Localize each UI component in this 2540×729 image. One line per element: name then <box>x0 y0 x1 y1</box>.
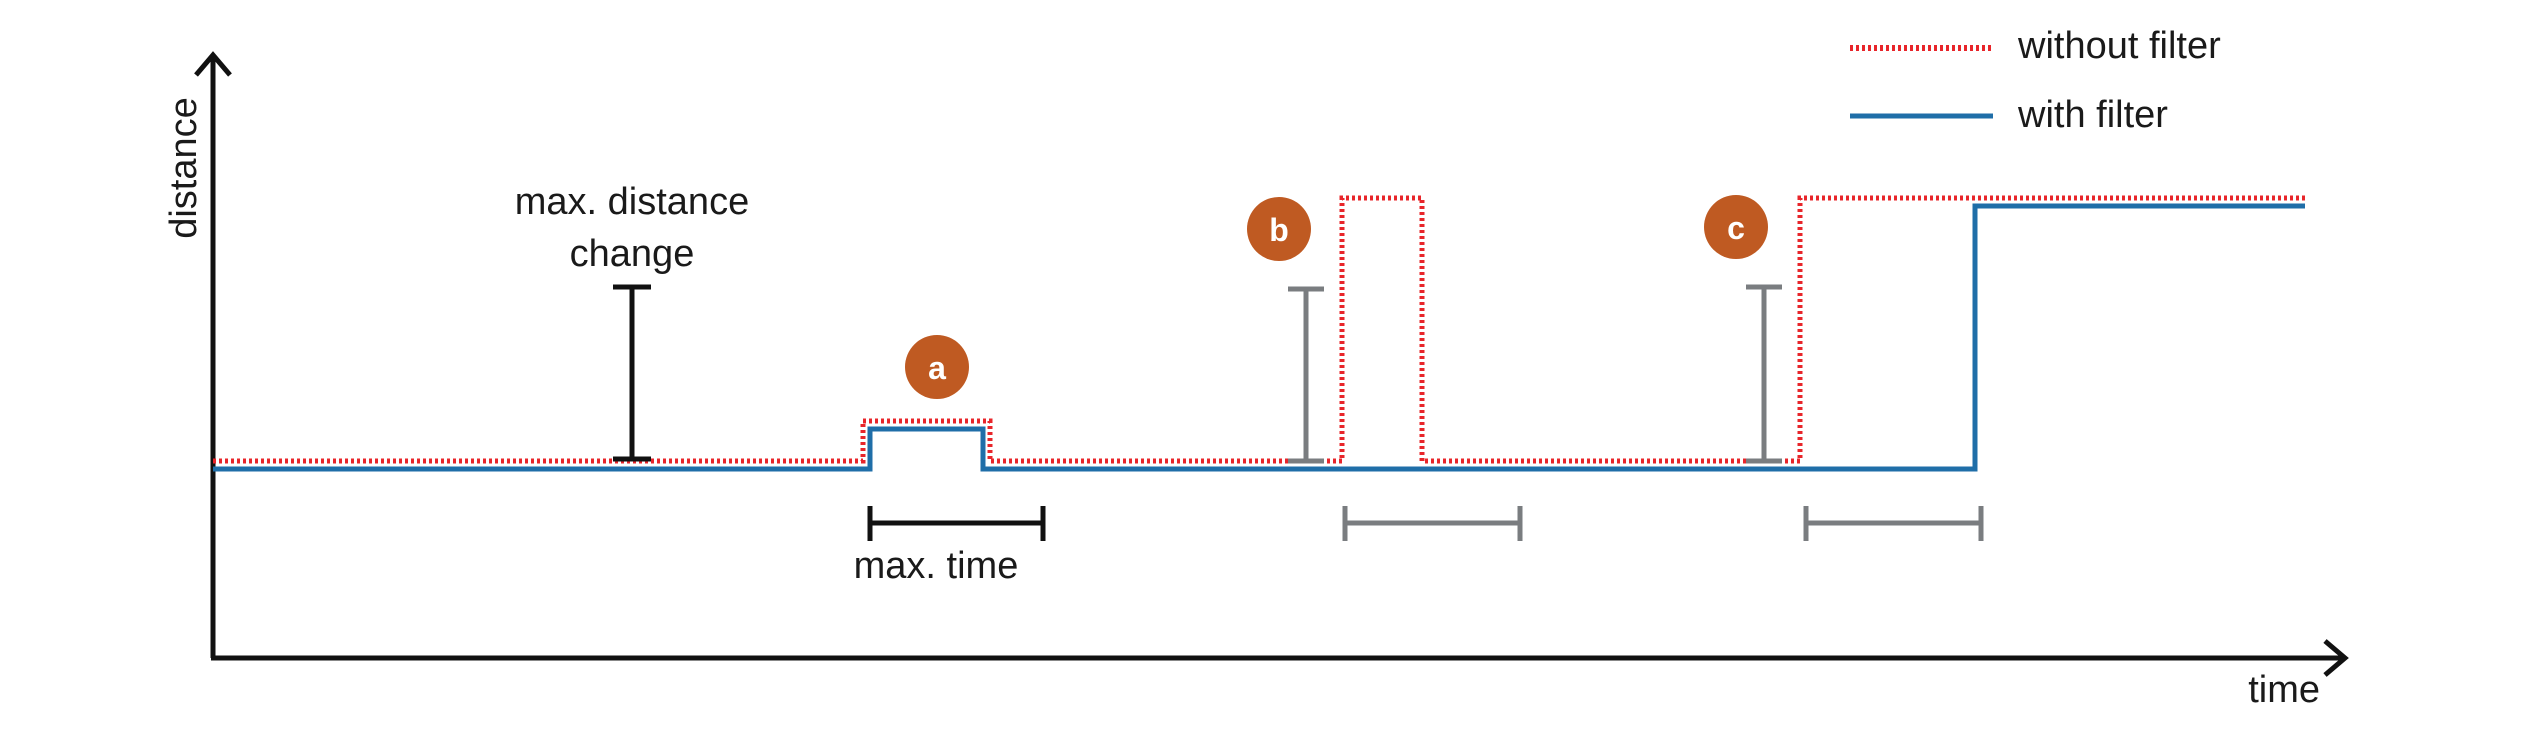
gray-time-marker-c <box>1803 506 1984 541</box>
badge-c: c <box>1704 195 1768 259</box>
legend: without filter with filter <box>1850 25 2221 136</box>
max-time-label: max. time <box>854 545 1019 587</box>
max-time-marker: max. time <box>854 506 1046 587</box>
axes: distance time <box>163 51 2349 711</box>
max-distance-change-marker: max. distance change <box>515 181 749 462</box>
with-filter-line <box>213 203 2305 472</box>
badge-a: a <box>905 335 969 399</box>
badge-c-letter: c <box>1727 210 1745 246</box>
badge-b-letter: b <box>1269 212 1289 248</box>
badge-b: b <box>1247 197 1311 261</box>
badge-b-circle <box>1247 197 1311 261</box>
badge-a-circle <box>905 335 969 399</box>
max-distance-change-label-line2: change <box>570 233 695 275</box>
gray-distance-marker-c <box>1746 284 1782 464</box>
legend-label-without-filter: without filter <box>2017 25 2221 67</box>
y-axis-arrowhead <box>194 51 232 77</box>
without-filter-line <box>213 195 2305 464</box>
badge-a-letter: a <box>928 350 946 386</box>
badge-c-circle <box>1704 195 1768 259</box>
y-axis-label: distance <box>163 97 205 239</box>
x-axis-arrowhead <box>2323 639 2349 677</box>
max-distance-change-label: max. distance <box>515 181 749 223</box>
legend-label-with-filter: with filter <box>2017 94 2168 136</box>
gray-distance-marker-b <box>1288 286 1324 464</box>
gray-time-marker-b <box>1342 506 1523 541</box>
x-axis-label: time <box>2248 669 2320 711</box>
